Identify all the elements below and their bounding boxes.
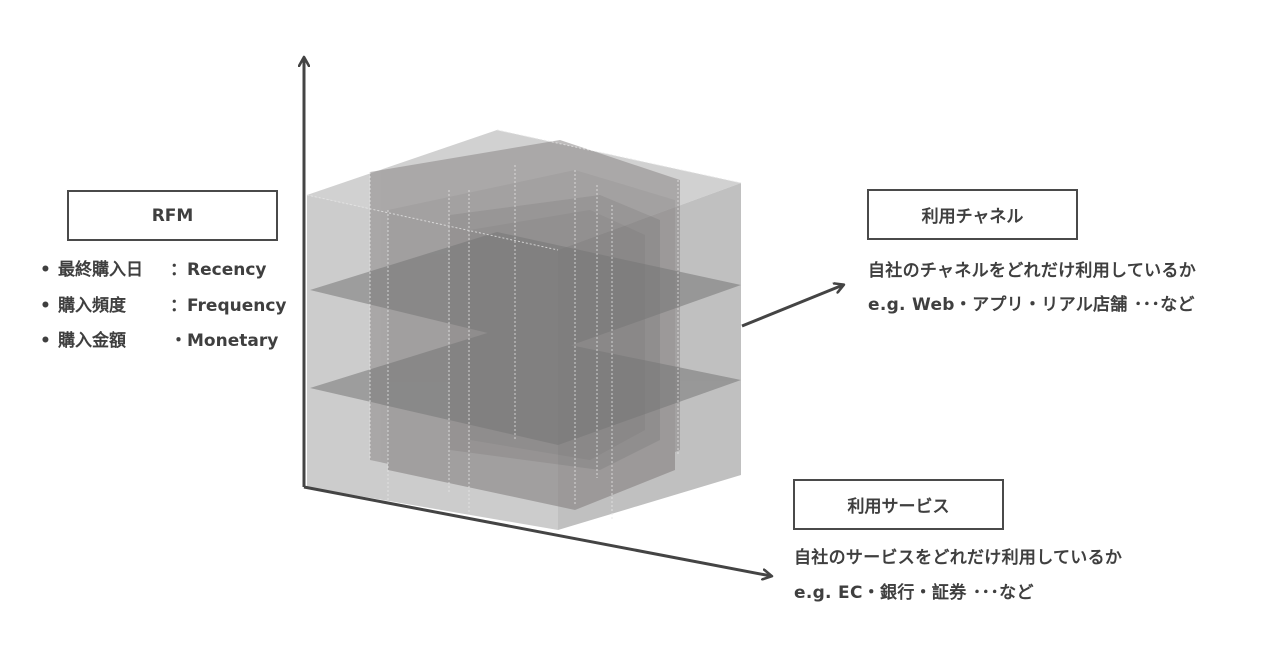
service-title: 利用サービス (847, 497, 950, 517)
rfm-item-jp: 購入頻度 (58, 295, 126, 316)
rfm-list: • 最終購入日 ： Recency • 購入頻度 ： Frequency • 購… (40, 258, 287, 365)
rfm-item-sep: ： (170, 295, 187, 316)
service-title-box: 利用サービス (793, 479, 1004, 530)
rfm-item-en: Monetary (187, 331, 279, 351)
channel-title-box: 利用チャネル (867, 189, 1078, 240)
cube-grid-lines (306, 129, 742, 520)
channel-description: 自社のチャネルをどれだけ利用しているか (868, 261, 1197, 281)
rfm-item-monetary: • 購入金額 ・ Monetary (40, 329, 287, 365)
rfm-item-sep: ： (170, 260, 187, 280)
rfm-item-recency: • 最終購入日 ： Recency (40, 258, 287, 294)
rfm-item-sep: ・ (170, 331, 187, 351)
horizontal-axis (303, 485, 771, 576)
cube-slice-planes (310, 232, 741, 445)
service-description: 自社のサービスをどれだけ利用しているか (794, 548, 1123, 568)
rfm-item-frequency: • 購入頻度 ： Frequency (40, 294, 287, 330)
rfm-item-jp: 購入金額 (58, 331, 126, 351)
axes (304, 58, 843, 576)
rfm-item-en: Frequency (187, 295, 287, 316)
channel-example: e.g. Web・アプリ・リアル店舗 ･･･など (868, 295, 1195, 315)
rfm-title: RFM (151, 205, 194, 226)
bullet-icon: • (40, 331, 51, 351)
rfm-item-en: Recency (187, 260, 267, 280)
bullet-icon: • (40, 295, 51, 316)
rfm-item-jp: 最終購入日 (58, 260, 143, 280)
channel-title: 利用チャネル (921, 207, 1024, 227)
depth-axis (741, 285, 843, 328)
service-example: e.g. EC・銀行・証券 ･･･など (794, 583, 1034, 603)
bullet-icon: • (40, 260, 51, 280)
rfm-title-box: RFM (67, 190, 278, 241)
